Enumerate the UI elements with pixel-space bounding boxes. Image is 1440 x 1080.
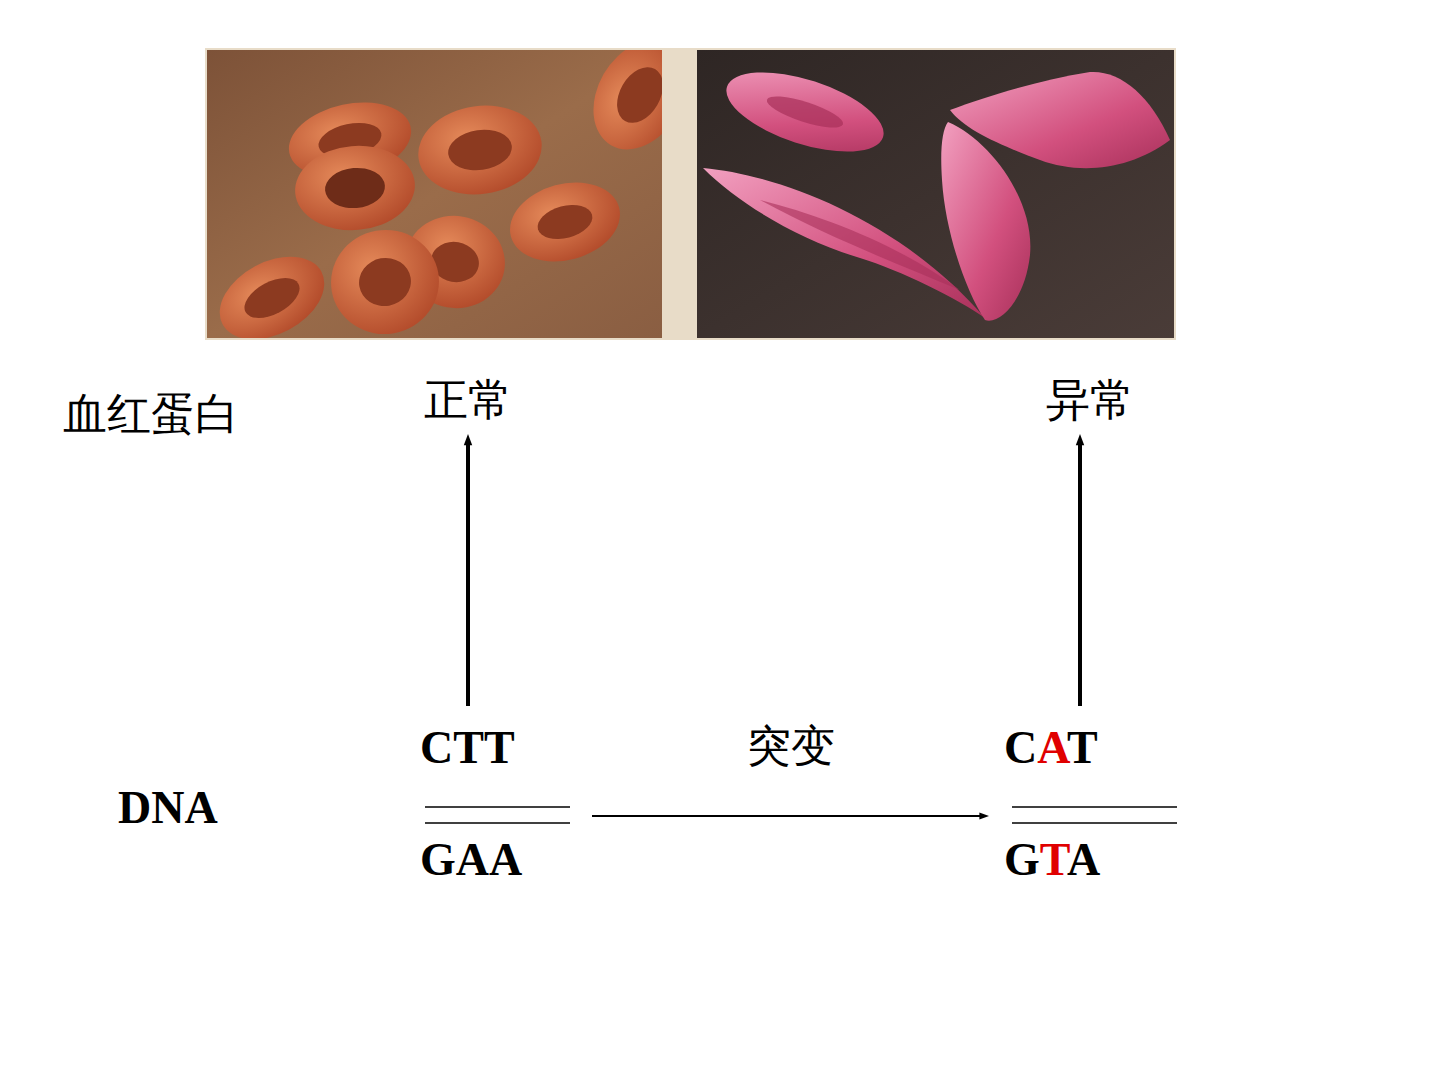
expression-arrow [1076,434,1084,706]
double-helix-lines [1004,774,1179,834]
dna-label: DNA [118,782,218,834]
protein-text: 异常 [1046,374,1134,426]
blood-cell-photos [0,0,1440,340]
base-triplet: CTT [420,722,575,774]
double-helix-lines [420,774,575,834]
dna-strand: CTT GAA [420,722,575,886]
base-triplet: CAT [1004,722,1179,774]
dna-strand: CAT GTA [1004,722,1179,886]
edge-label: 突变 [743,720,839,772]
protein-state: 正常 [424,374,512,426]
base-triplet: GTA [1004,834,1179,886]
mutation-arrow [592,812,989,819]
sickle-cells-ground [697,50,1174,338]
base-triplet: GAA [420,834,575,886]
protein-text: 正常 [424,374,512,426]
sickle-red-cells [703,56,1170,320]
normal-red-cells [207,50,662,338]
expression-arrow [464,434,472,706]
protein-state: 异常 [1046,374,1134,426]
protein-label: 血红蛋白 [63,388,239,440]
